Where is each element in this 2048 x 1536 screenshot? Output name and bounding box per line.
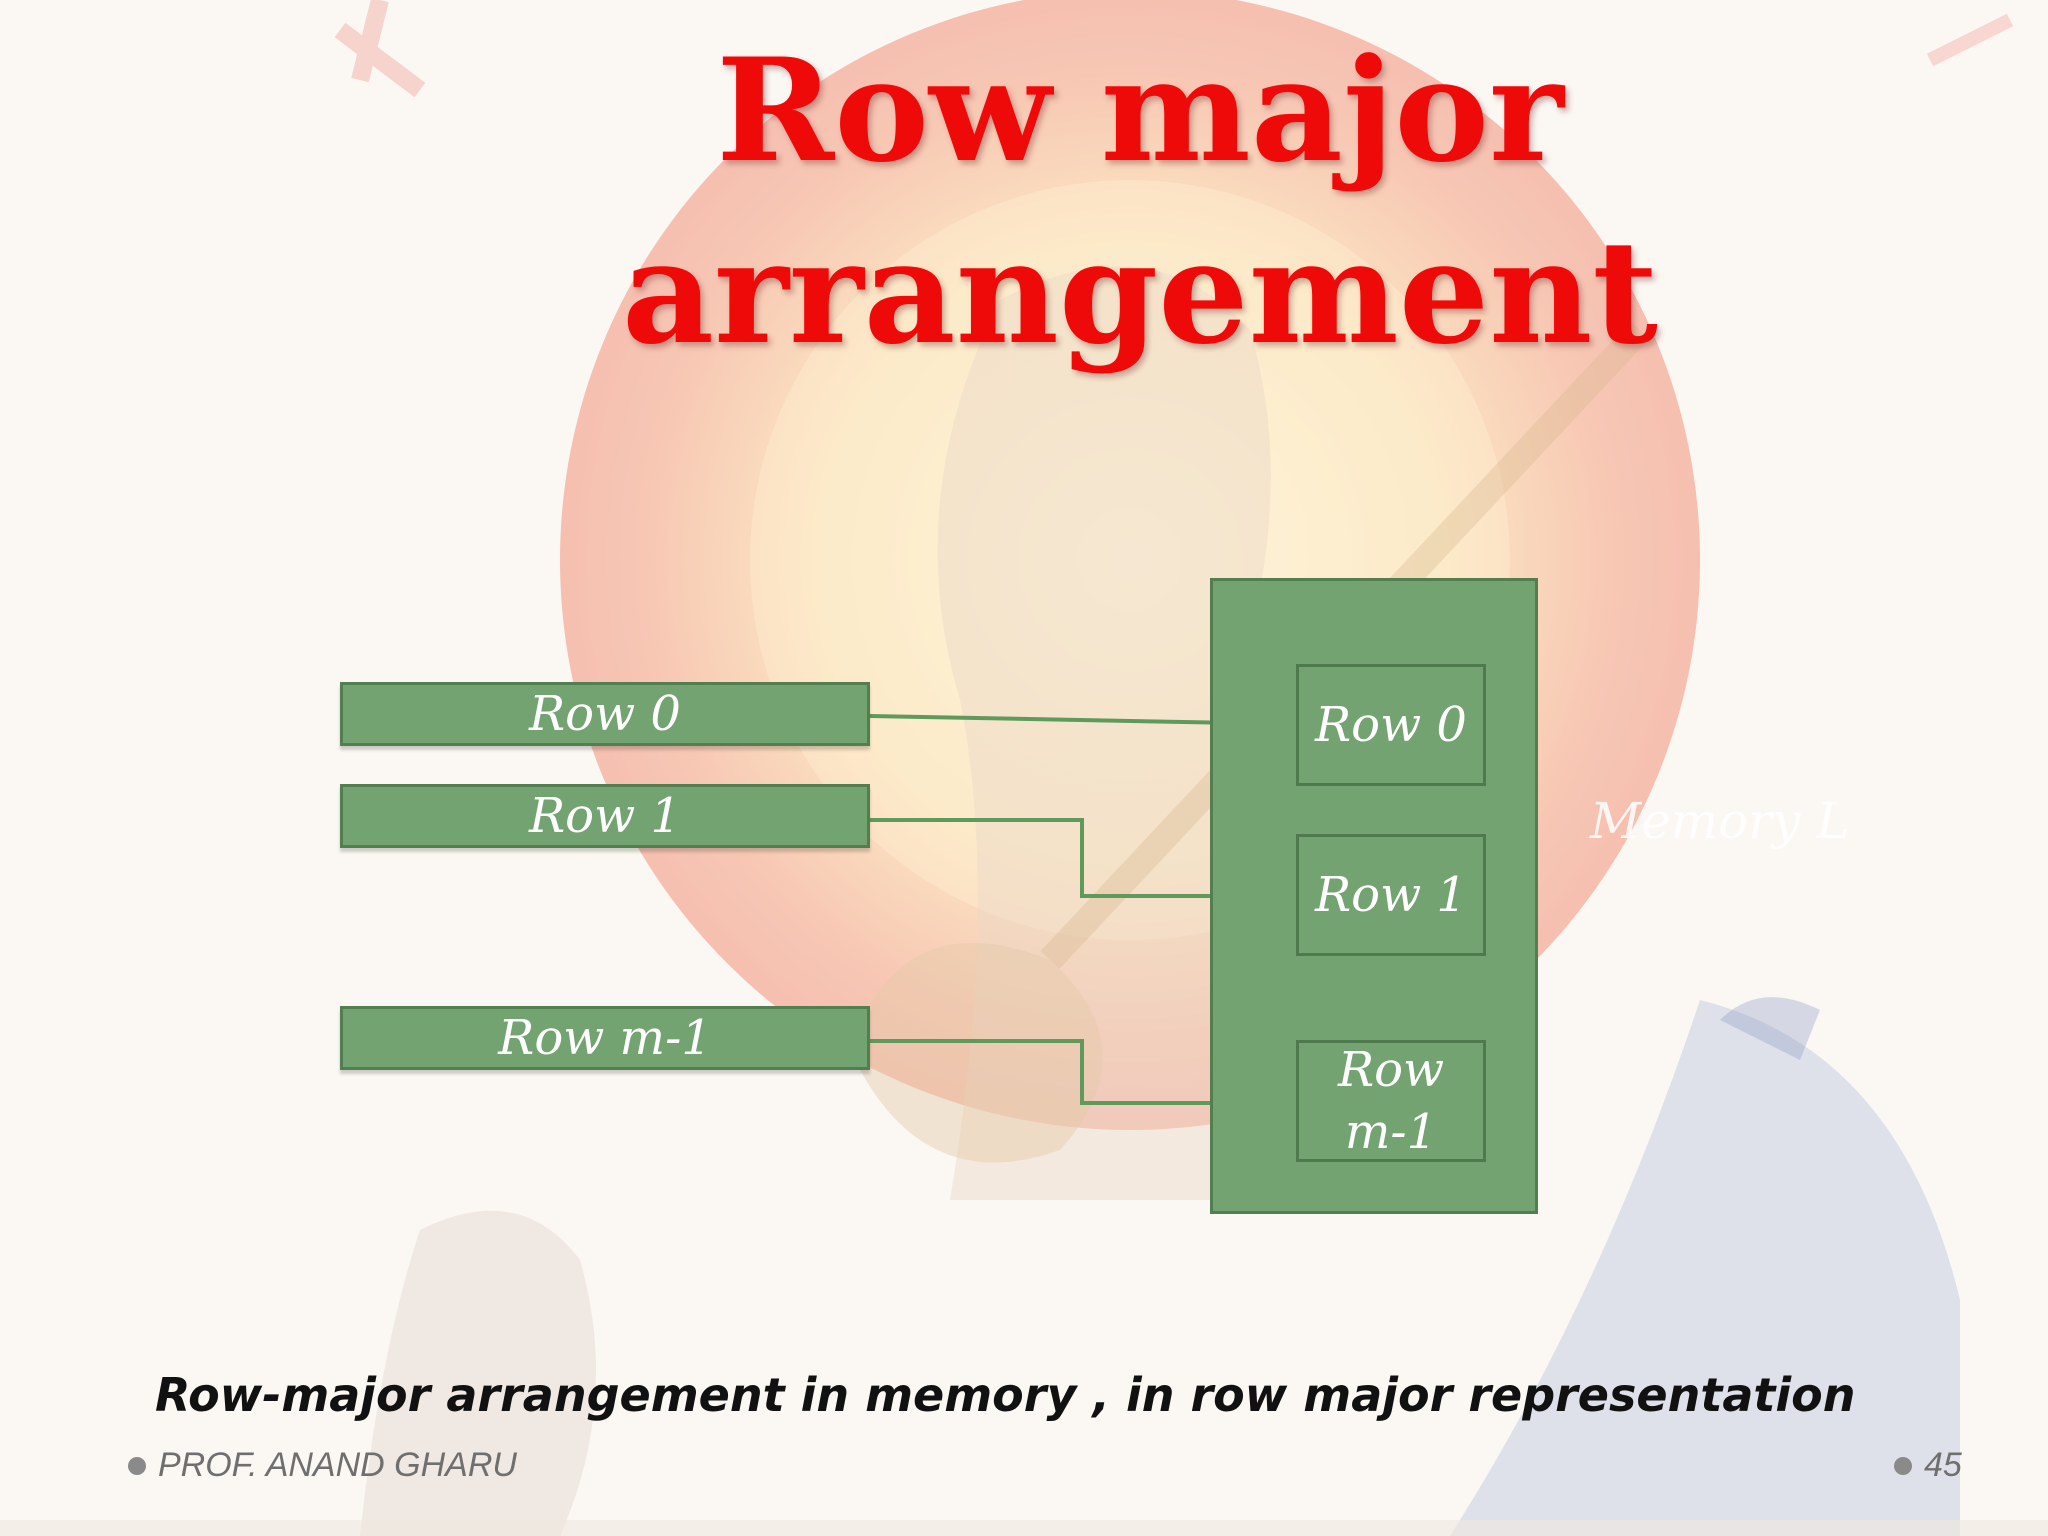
memory-cell-label-line-2: m-1 <box>1344 1104 1438 1160</box>
title-line-2: arrangement <box>622 210 1658 376</box>
title-line-1: Row major <box>716 28 1564 194</box>
memory-cell-label: Row 1 <box>1315 867 1467 923</box>
peacock-shape <box>1450 1000 1960 1536</box>
source-row-0: Row 0 <box>340 682 870 746</box>
memory-cell-row-0: Row 0 <box>1296 664 1486 786</box>
slide-title: Row major arrangement <box>500 20 1780 384</box>
memory-cell-row-1: Row 1 <box>1296 834 1486 956</box>
source-row-1: Row 1 <box>340 784 870 848</box>
person-shape <box>360 1210 596 1536</box>
memory-cell-row-m-1: Row m-1 <box>1296 1040 1486 1162</box>
memory-label: Memory L <box>1590 792 1850 850</box>
footer-page-number: 45 <box>1894 1446 1962 1485</box>
memory-cell-label: Row 0 <box>1315 697 1467 753</box>
footer-author: PROF. ANAND GHARU <box>128 1446 517 1485</box>
bullet-dot-icon <box>1894 1456 1912 1475</box>
page-number: 45 <box>1924 1446 1962 1484</box>
bullet-dot-icon <box>128 1456 146 1475</box>
figure-silhouette-shape <box>937 266 1271 1200</box>
slide-caption: Row-major arrangement in memory , in row… <box>155 1368 1856 1422</box>
source-row-m-1: Row m-1 <box>340 1006 870 1070</box>
memory-cell-label-line-1: Row <box>1337 1042 1445 1098</box>
author-name: PROF. ANAND GHARU <box>158 1446 517 1484</box>
